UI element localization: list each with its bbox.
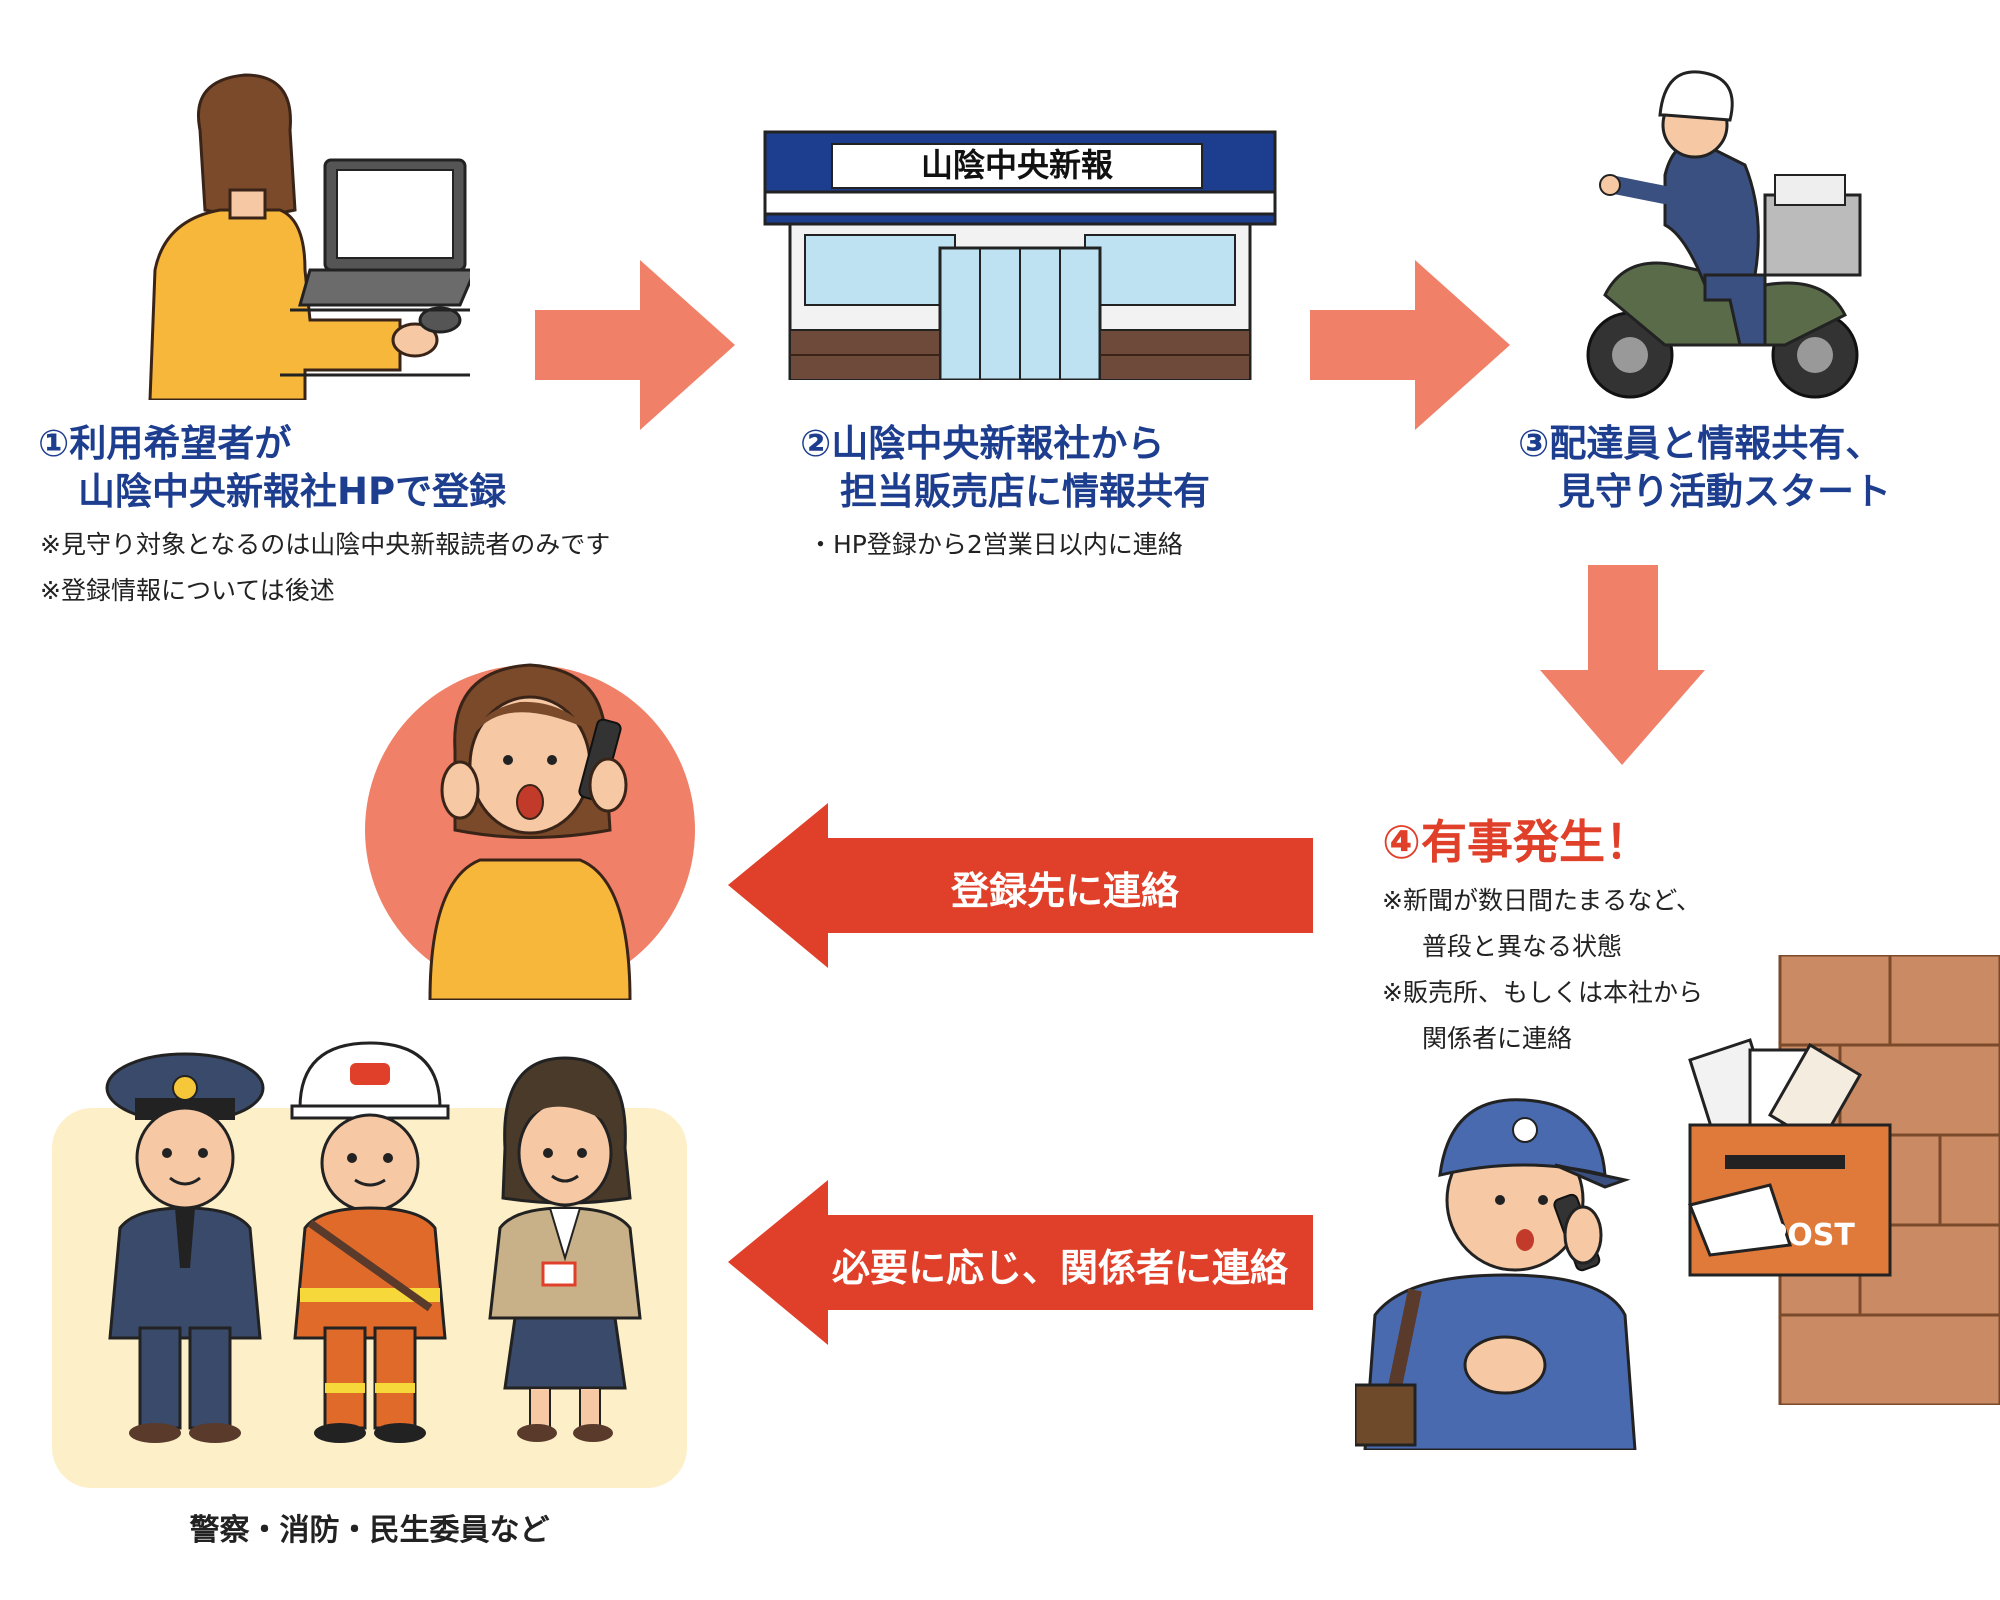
parties-caption: 警察・消防・民生委員など [189, 1513, 550, 1548]
step2-note: ・HP登録から2営業日以内に連絡 [808, 530, 1183, 559]
newspaper-deliverer-icon [1355, 1098, 1637, 1450]
step2-title: ②山陰中央新報社から 担当販売店に情報共有 [800, 420, 1210, 516]
step1-note: ※見守り対象となるのは山陰中央新報読者のみです [40, 530, 611, 559]
welfare-officer-icon [488, 1056, 642, 1442]
step3-title-line2: 見守り活動スタート [1558, 470, 1891, 513]
step4-note: 普段と異なる状態 [1422, 932, 1623, 961]
worried-caller-icon [365, 663, 695, 1000]
flow-arrow-down [1540, 565, 1705, 765]
step2-title-line2: 担当販売店に情報共有 [840, 470, 1210, 513]
step3-title: ③配達員と情報共有、 見守り活動スタート [1518, 420, 1891, 516]
step1-title-line2: 山陰中央新報社HPで登録 [78, 470, 507, 513]
person-at-laptop-icon [148, 73, 470, 400]
step4-title: ④有事発生！ [1382, 815, 1651, 869]
overflowing-mailbox-icon: POST [1687, 955, 2000, 1405]
flow-arrow-right-1 [535, 260, 735, 430]
arrow-contact-registrant-label: 登録先に連絡 [950, 869, 1179, 913]
step3-title-line1: ③配達員と情報共有、 [1518, 422, 1883, 465]
step1-title-line1: ①利用希望者が [38, 422, 292, 465]
firefighter-icon [290, 1041, 450, 1443]
step4-note: ※販売所、もしくは本社から [1382, 978, 1703, 1007]
police-officer-icon [105, 1052, 265, 1443]
step1-notes: ※見守り対象となるのは山陰中央新報読者のみです ※登録情報については後述 [40, 522, 610, 614]
delivery-scooter-icon [1586, 70, 1862, 399]
step1-title: ①利用希望者が 山陰中央新報社HPで登録 [38, 420, 506, 516]
newspaper-store-icon: 山陰中央新報 [763, 130, 1277, 380]
step4-note: ※新聞が数日間たまるなど、 [1382, 886, 1701, 915]
step4-notes: ※新聞が数日間たまるなど、 普段と異なる状態 ※販売所、もしくは本社から 関係者… [1382, 878, 1703, 1062]
store-sign: 山陰中央新報 [921, 146, 1113, 184]
arrow-contact-registrant [728, 803, 1313, 968]
arrow-contact-parties [728, 1180, 1313, 1345]
step2-title-line1: ②山陰中央新報社から [800, 422, 1165, 465]
step4-note: 関係者に連絡 [1422, 1024, 1573, 1053]
step1-note: ※登録情報については後述 [40, 576, 335, 605]
arrow-contact-parties-label: 必要に応じ、関係者に連絡 [831, 1246, 1288, 1290]
flow-arrow-right-2 [1310, 260, 1510, 430]
mailbox-label: POST [1765, 1218, 1855, 1253]
